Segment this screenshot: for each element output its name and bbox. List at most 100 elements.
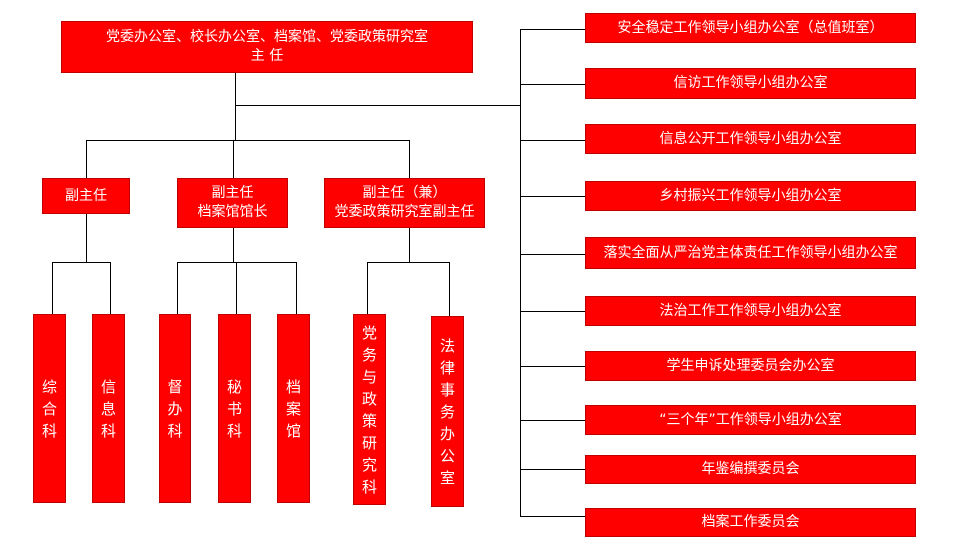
- vertical-char: 科: [361, 477, 377, 496]
- connector-group3-down: [409, 228, 410, 262]
- office-2-label: 信访工作领导小组办公室: [673, 75, 828, 91]
- connector-office-8: [520, 420, 585, 421]
- connector-top-to-right: [235, 105, 520, 106]
- vertical-char: 室: [439, 468, 455, 487]
- vertical-char: 务: [361, 345, 377, 364]
- office-1-label: 安全稳定工作领导小组办公室（总值班室）: [617, 19, 884, 36]
- vertical-char: 事: [439, 380, 455, 399]
- deputy-2-line1: 副主任: [211, 185, 254, 201]
- vertical-char: 馆: [285, 421, 301, 440]
- office-box-2: 信访工作领导小组办公室: [585, 68, 916, 99]
- vertical-char: 务: [439, 402, 455, 421]
- dept-5-label: 档案馆: [286, 376, 301, 442]
- office-4-label: 乡村振兴工作领导小组办公室: [659, 187, 842, 204]
- top-director-line1: 党委办公室、校长办公室、档案馆、党委政策研究室: [106, 29, 428, 45]
- connector-dept-1: [52, 262, 53, 314]
- office-box-10: 档案工作委员会: [585, 508, 916, 537]
- connector-dept-3: [177, 262, 178, 314]
- connector-group1-down: [86, 214, 87, 262]
- vertical-char: 案: [285, 399, 301, 418]
- dept-1-label: 综合科: [42, 376, 57, 442]
- office-6-label: 法治工作工作领导小组办公室: [659, 302, 842, 319]
- connector-right-spine: [520, 29, 521, 516]
- vertical-char: 综: [41, 377, 57, 396]
- deputy-1-line1: 副主任: [65, 187, 107, 204]
- office-box-5: 落实全面从严治党主体责任工作领导小组办公室: [585, 237, 916, 269]
- office-10-label: 档案工作委员会: [701, 514, 800, 530]
- connector-office-10: [520, 516, 585, 517]
- office-box-9: 年鉴编撰委员会: [585, 455, 916, 484]
- office-8-label: “三个年”工作领导小组办公室: [659, 411, 842, 428]
- vertical-char: 党: [361, 323, 377, 342]
- connector-dept-7: [449, 262, 450, 316]
- vertical-char: 督: [167, 377, 183, 396]
- connector-dept-6: [367, 262, 368, 314]
- vertical-char: 政: [361, 389, 377, 408]
- connector-group3-bar: [367, 262, 449, 263]
- connector-dept-5: [296, 262, 297, 314]
- office-9-label: 年鉴编撰委员会: [701, 461, 800, 477]
- office-5-label: 落实全面从严治党主体责任工作领导小组办公室: [603, 244, 898, 261]
- vertical-char: 与: [361, 367, 377, 386]
- vertical-char: 公: [439, 446, 455, 465]
- vertical-char: 合: [41, 399, 57, 418]
- vertical-char: 档: [285, 377, 301, 396]
- dept-6-label: 党务与政策研究科: [362, 322, 377, 498]
- connector-office-6: [520, 311, 585, 312]
- vertical-char: 办: [439, 424, 455, 443]
- connector-office-7: [520, 366, 585, 367]
- connector-office-4: [520, 196, 585, 197]
- top-director-line2: 主 任: [250, 48, 284, 64]
- deputy-box-1: 副主任: [42, 178, 130, 214]
- vertical-char: 科: [41, 421, 57, 440]
- connector-office-1: [520, 29, 585, 30]
- connector-deputy-2: [233, 140, 234, 178]
- connector-deputies-bar: [86, 140, 410, 141]
- vertical-char: 秘: [226, 377, 242, 396]
- vertical-char: 究: [361, 455, 377, 474]
- vertical-char: 科: [226, 421, 242, 440]
- office-box-1: 安全稳定工作领导小组办公室（总值班室）: [585, 13, 916, 43]
- connector-deputy-3: [409, 140, 410, 178]
- vertical-char: 科: [167, 421, 183, 440]
- connector-group1-bar: [52, 262, 110, 263]
- dept-box-2: 信息科: [92, 314, 125, 503]
- deputy-3-line2: 党委政策研究室副主任: [334, 204, 475, 220]
- connector-dept-4: [236, 262, 237, 314]
- vertical-char: 办: [167, 399, 183, 418]
- deputy-box-2: 副主任 档案馆馆长: [177, 178, 288, 228]
- dept-4-label: 秘书科: [227, 376, 242, 442]
- connector-group2-down: [233, 228, 234, 262]
- dept-box-7: 法律事务办公室: [431, 316, 464, 507]
- vertical-char: 书: [226, 399, 242, 418]
- dept-box-6: 党务与政策研究科: [353, 314, 386, 505]
- dept-box-3: 督办科: [159, 314, 191, 503]
- connector-office-3: [520, 140, 585, 141]
- connector-deputy-1: [86, 140, 87, 178]
- vertical-char: 科: [100, 421, 116, 440]
- connector-dept-2: [110, 262, 111, 314]
- office-box-7: 学生申诉处理委员会办公室: [585, 351, 916, 381]
- connector-office-9: [520, 469, 585, 470]
- dept-box-5: 档案馆: [277, 314, 310, 503]
- dept-box-1: 综合科: [33, 314, 66, 503]
- connector-top-down: [235, 73, 236, 140]
- vertical-char: 研: [361, 433, 377, 452]
- office-box-3: 信息公开工作领导小组办公室: [585, 124, 916, 154]
- vertical-char: 策: [361, 411, 377, 430]
- connector-office-2: [520, 84, 585, 85]
- office-box-4: 乡村振兴工作领导小组办公室: [585, 181, 916, 211]
- dept-3-label: 督办科: [167, 376, 182, 442]
- connector-office-5: [520, 254, 585, 255]
- dept-box-4: 秘书科: [218, 314, 251, 503]
- deputy-2-line2: 档案馆馆长: [197, 204, 268, 220]
- deputy-3-line1: 副主任（兼）: [362, 185, 447, 201]
- vertical-char: 息: [100, 399, 116, 418]
- office-3-label: 信息公开工作领导小组办公室: [659, 130, 842, 147]
- deputy-box-3: 副主任（兼） 党委政策研究室副主任: [324, 178, 485, 228]
- vertical-char: 信: [100, 377, 116, 396]
- dept-7-label: 法律事务办公室: [440, 335, 455, 489]
- vertical-char: 法: [439, 336, 455, 355]
- top-director-box: 党委办公室、校长办公室、档案馆、党委政策研究室 主 任: [61, 21, 473, 73]
- dept-2-label: 信息科: [101, 376, 116, 442]
